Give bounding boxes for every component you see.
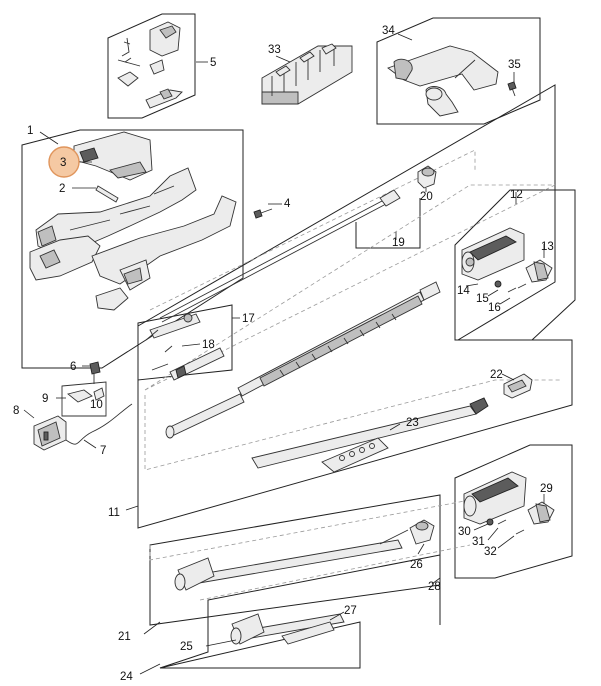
callout-29: 29: [540, 483, 553, 495]
part-19-drawing: [159, 189, 401, 323]
part-13-drawing: [525, 259, 553, 283]
part-drawings: [29, 21, 555, 645]
callout-14: 14: [457, 285, 470, 297]
group-frames: [21, 13, 576, 669]
part-25-drawing: [230, 613, 345, 645]
leader-lines: [23, 33, 545, 675]
callout-3: 3: [60, 157, 66, 169]
callout-30: 30: [458, 526, 471, 538]
callout-32: 32: [484, 546, 497, 558]
dashed-outline-ext: [149, 499, 471, 561]
part-35-drawing: [507, 81, 517, 97]
callout-9: 9: [42, 393, 48, 405]
part-27-drawing: [281, 621, 335, 645]
callout-25: 25: [180, 641, 193, 653]
callout-34: 34: [382, 25, 395, 37]
part-32-drawing: [515, 529, 525, 535]
callout-22: 22: [490, 369, 503, 381]
callout-6: 6: [70, 361, 76, 373]
frame-1: [21, 129, 244, 369]
callout-20: 20: [420, 191, 433, 203]
callout-16: 16: [488, 302, 501, 314]
frame-5: [107, 13, 196, 119]
part-33-drawing: [261, 43, 353, 105]
callout-33: 33: [268, 44, 281, 56]
part-6-drawing: [89, 361, 101, 384]
callout-17: 17: [242, 313, 255, 325]
part-2-drawing: [95, 185, 119, 203]
part-15-drawing: [507, 287, 517, 293]
part-21-drawing: [174, 529, 409, 591]
part-8-drawing: [33, 415, 67, 451]
callout-31: 31: [472, 536, 485, 548]
part-4-drawing: [253, 208, 273, 219]
part-23-drawing: [251, 397, 489, 473]
callout-15: 15: [476, 293, 489, 305]
part-14-drawing: [494, 280, 502, 288]
part-11-drawing: [165, 281, 441, 439]
callout-8: 8: [13, 405, 19, 417]
dashed-outline-mid: [144, 379, 560, 471]
callout-26: 26: [410, 559, 423, 571]
part-34-drawing: [387, 45, 499, 117]
part-30-drawing: [486, 518, 494, 526]
callout-21: 21: [118, 631, 131, 643]
callout-23: 23: [406, 417, 419, 429]
callout-24: 24: [120, 671, 133, 683]
part-28-drawing: [463, 471, 527, 525]
callout-2: 2: [59, 183, 65, 195]
callout-7: 7: [100, 445, 106, 457]
part-29-drawing: [527, 501, 555, 525]
part-17-drawing: [145, 313, 225, 381]
frame-34: [376, 17, 541, 125]
part-16-drawing: [517, 283, 527, 289]
frame-19: [355, 198, 421, 249]
dashed-outline-top: [149, 149, 476, 311]
callout-12: 12: [510, 189, 523, 201]
frame-12: [454, 189, 576, 341]
callout-11: 11: [108, 507, 120, 519]
callout-13: 13: [541, 241, 554, 253]
frame-28: [454, 444, 573, 579]
part-7-drawing: [65, 403, 133, 445]
callout-19: 19: [392, 237, 405, 249]
callout-10: 10: [90, 399, 103, 411]
callout-28: 28: [428, 581, 441, 593]
part-26-drawing: [409, 519, 435, 545]
callout-1: 1: [27, 125, 33, 137]
dashed-outline-shaft: [144, 184, 556, 391]
part-31-drawing: [497, 519, 507, 525]
callout-27: 27: [344, 605, 357, 617]
highlight-circle: [48, 146, 80, 178]
callout-35: 35: [508, 59, 521, 71]
callout-5: 5: [210, 57, 216, 69]
part-9-drawing: [61, 381, 107, 417]
callout-18: 18: [202, 339, 215, 351]
part-20-drawing: [417, 165, 437, 189]
part-5-drawing: [117, 21, 183, 109]
part-12-drawing: [461, 227, 525, 281]
callout-labels: 1 2 3 4 5 6 7 8 9 10 11 12 13 14 15 16 1…: [13, 25, 554, 683]
part-22-drawing: [503, 373, 533, 399]
frame-17: [137, 304, 233, 381]
dashed-outline-low: [199, 544, 471, 601]
frame-24: [159, 621, 361, 669]
part-1-drawing: [29, 131, 237, 311]
callout-4: 4: [284, 198, 291, 210]
